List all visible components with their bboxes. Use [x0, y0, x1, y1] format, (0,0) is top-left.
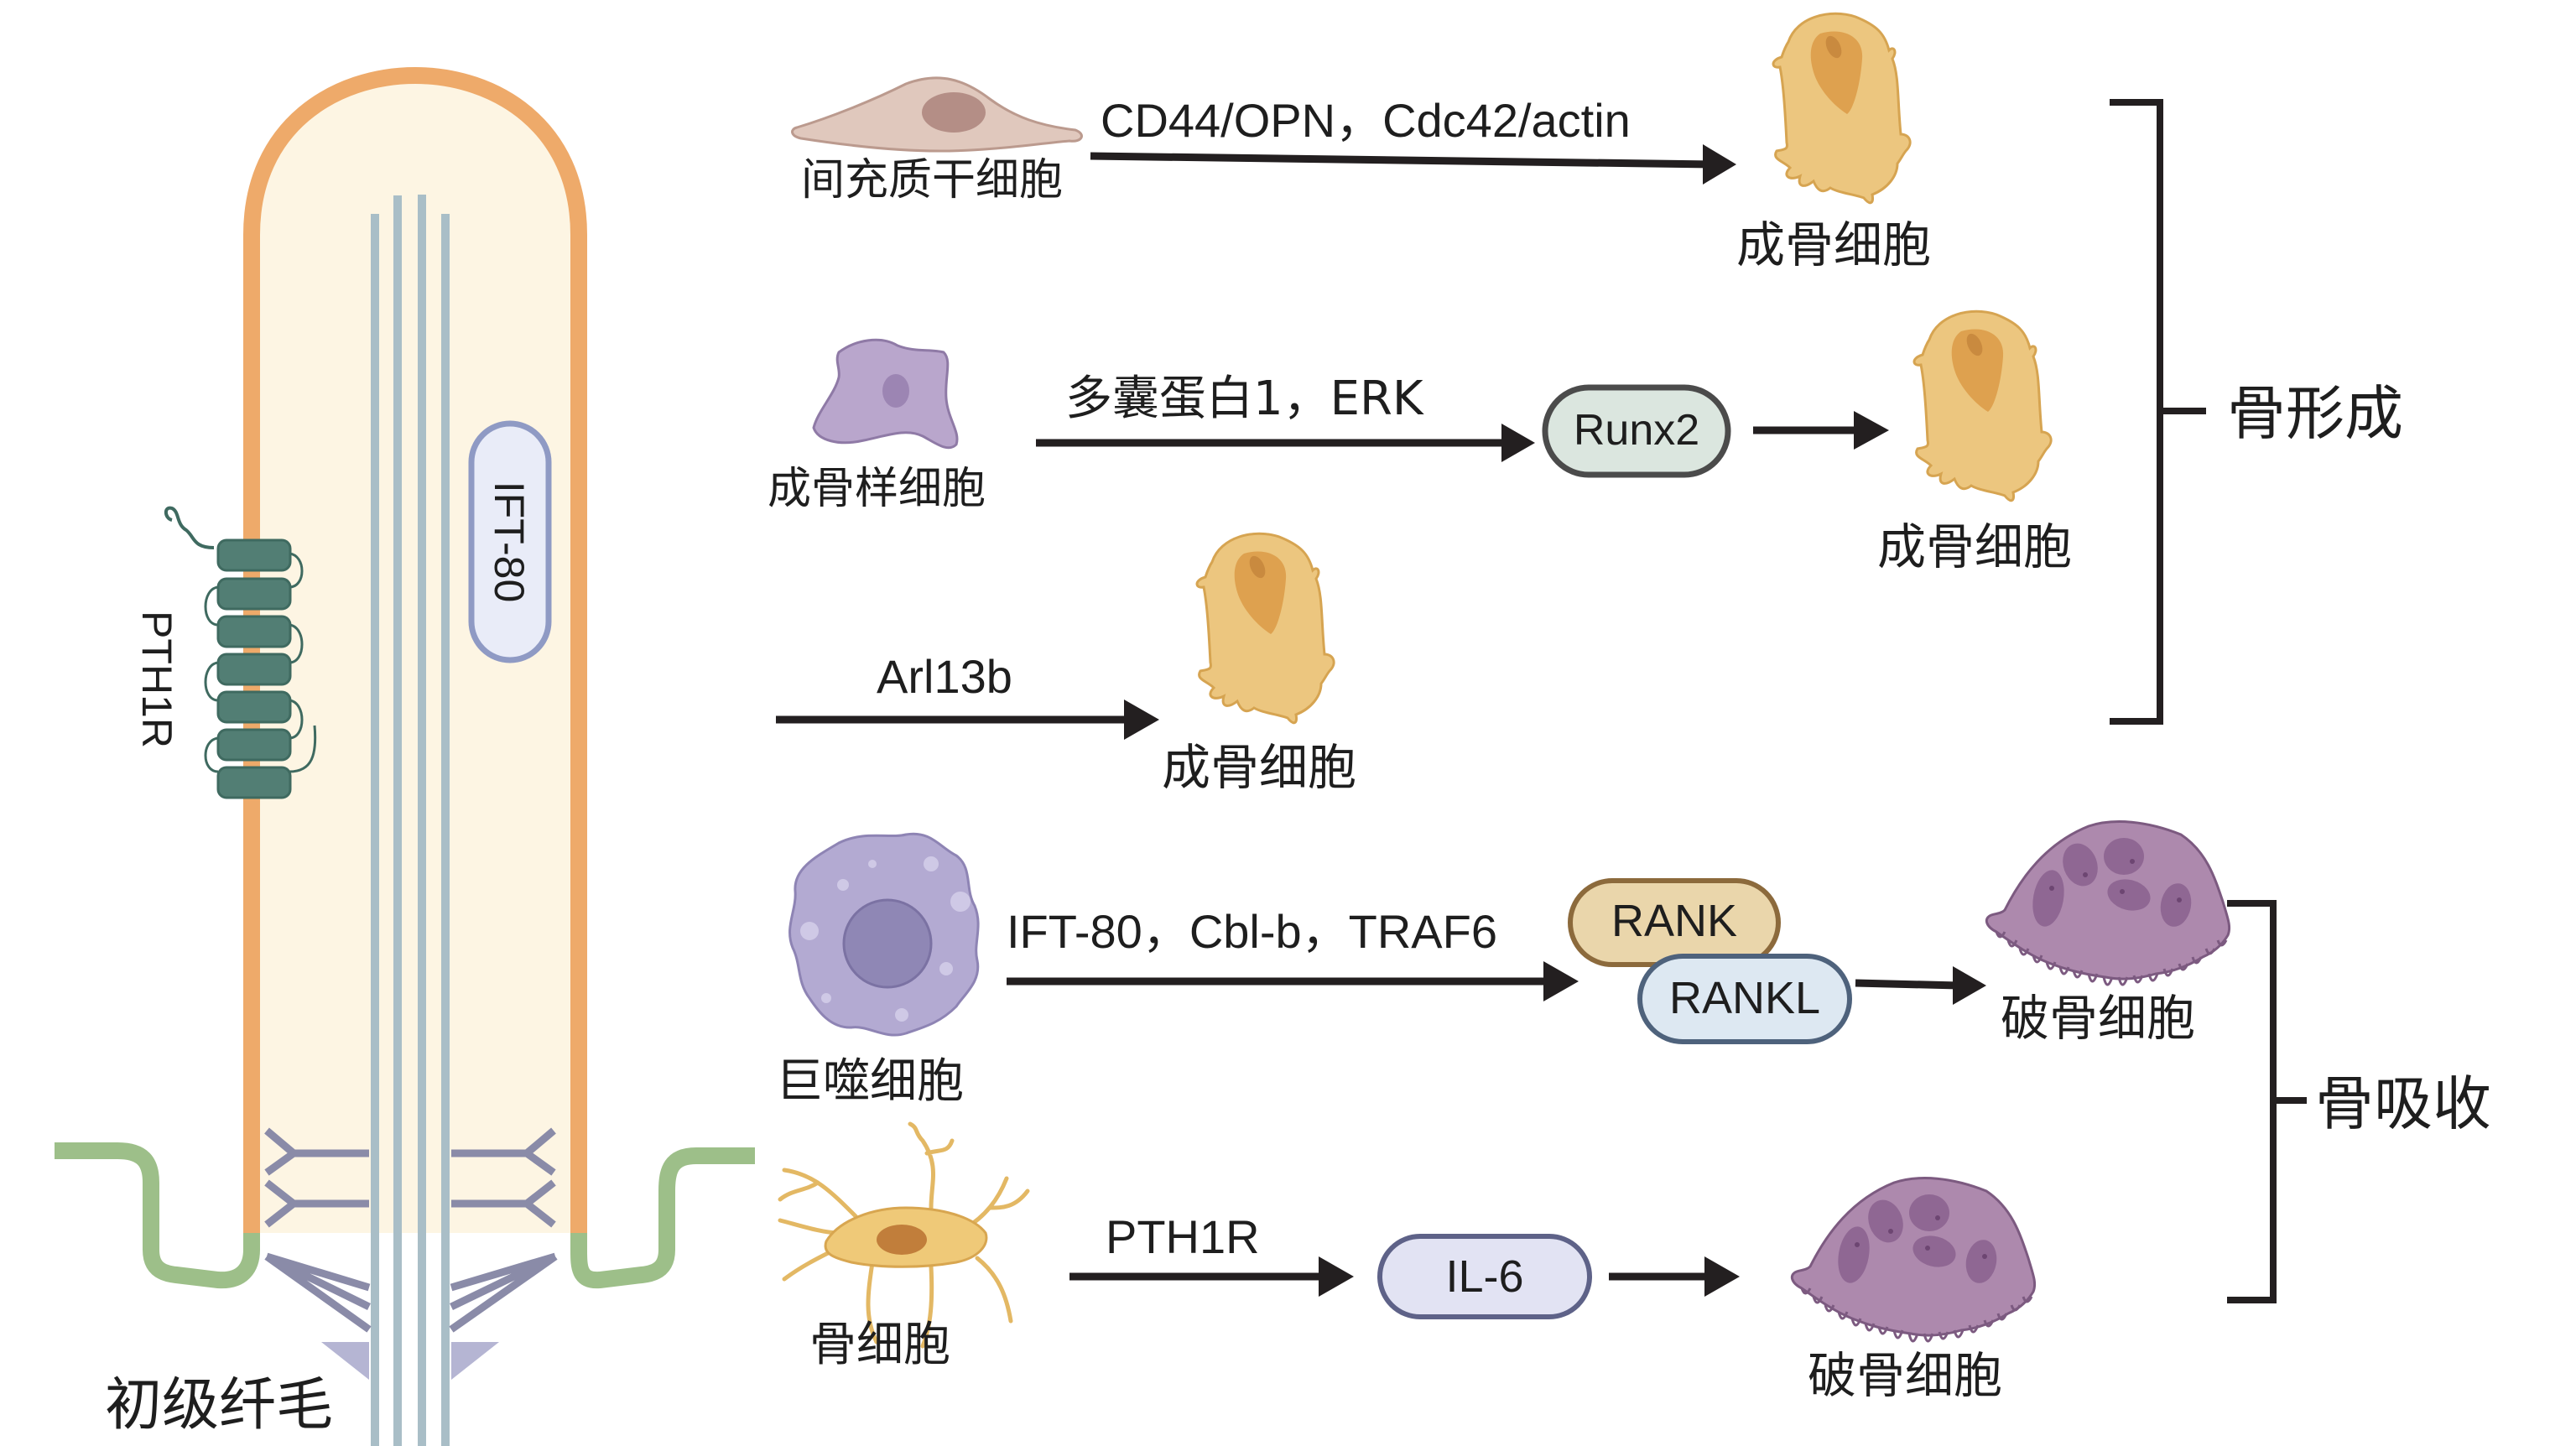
osteocyte-arrow-head — [1319, 1256, 1354, 1297]
cilium-title: 初级纤毛 — [105, 1372, 333, 1438]
runx2-arrow-head — [1854, 411, 1889, 450]
osteoblast-icon-2 — [1912, 309, 2053, 502]
msc-cell-icon — [791, 76, 1083, 153]
bone-resorption-label: 骨吸收 — [2315, 1069, 2491, 1138]
basal-foot-left — [321, 1342, 369, 1380]
macrophage-cell-icon — [788, 832, 980, 1037]
runx2-label: Runx2 — [1574, 406, 1699, 455]
osteoclast-label-2: 破骨细胞 — [1808, 1347, 2002, 1404]
pathway-macrophage: 巨噬细胞 IFT-80，Cbl-b，TRAF6 RANK RANKL 破骨细胞 — [776, 820, 2231, 1109]
osteoclast-icon-1 — [1985, 820, 2231, 986]
bone-resorption-bracket: 骨吸收 — [2227, 900, 2491, 1303]
pth1r-receptor: PTH1R — [133, 506, 317, 799]
pathway-osteocyte: 骨细胞 PTH1R IL-6 破骨细胞 — [778, 1121, 2037, 1404]
arl13b-signal-label: Arl13b — [877, 650, 1012, 703]
il6-label: IL-6 — [1445, 1251, 1523, 1302]
osteoblast-icon-3 — [1195, 532, 1335, 725]
rank-label: RANK — [1611, 896, 1737, 946]
osteoblast-like-label: 成骨样细胞 — [768, 464, 986, 514]
cilium-body — [252, 75, 579, 1233]
rankl-arrow-line — [1855, 979, 1959, 990]
rank-pill: RANK — [1568, 878, 1781, 967]
rankl-pill: RANKL — [1637, 954, 1852, 1044]
osteocyte-cell-icon — [778, 1121, 1030, 1349]
osteoblast-like-cell-icon — [812, 338, 959, 450]
ift80-pill: IFT-80 — [468, 420, 552, 663]
pathway-osteoblast-like: 成骨样细胞 多囊蛋白1，ERK Runx2 成骨细胞 — [768, 309, 2072, 575]
pathway-msc: 间充质干细胞 CD44/OPN，Cdc42/actin 成骨细胞 — [791, 12, 1931, 273]
osteoblast-label-2: 成骨细胞 — [1877, 518, 2072, 575]
runx2-pill: Runx2 — [1542, 384, 1731, 478]
macrophage-signal-label: IFT-80，Cbl-b，TRAF6 — [1007, 905, 1497, 958]
rankl-label: RANKL — [1669, 973, 1820, 1023]
msc-arrow-line — [1090, 152, 1712, 169]
rankl-arrow-head — [1953, 966, 1986, 1005]
cell-membrane-left — [55, 1142, 260, 1289]
microtubules — [371, 195, 450, 1446]
osteocyte-label: 骨细胞 — [809, 1318, 950, 1372]
pathway-arl13b: Arl13b 成骨细胞 — [776, 532, 1356, 796]
cilium-membrane — [243, 66, 587, 1233]
osteoclast-icon-2 — [1790, 1177, 2037, 1343]
bone-formation-bracket: 骨形成 — [2110, 99, 2403, 725]
il6-arrow-head — [1704, 1256, 1740, 1297]
ift80-label: IFT-80 — [486, 481, 533, 602]
macrophage-arrow-head — [1543, 961, 1579, 1001]
msc-signal-label: CD44/OPN，Cdc42/actin — [1101, 94, 1631, 147]
osteocyte-signal-label: PTH1R — [1106, 1210, 1260, 1263]
macrophage-label: 巨噬细胞 — [776, 1054, 964, 1109]
osteoclast-label-1: 破骨细胞 — [2001, 990, 2195, 1047]
pth1r-label: PTH1R — [133, 611, 180, 748]
msc-label: 间充质干细胞 — [801, 155, 1063, 205]
bone-formation-label: 骨形成 — [2227, 379, 2403, 448]
osteoblast-like-arrow-head — [1501, 424, 1535, 462]
transition-fibers — [264, 1127, 558, 1333]
arl13b-arrow-head — [1124, 700, 1159, 740]
primary-cilium: IFT-80 PTH1R 初级纤毛 — [55, 66, 755, 1446]
il6-pill: IL-6 — [1377, 1234, 1592, 1319]
osteoblast-icon-1 — [1772, 12, 1912, 205]
osteoblast-label-3: 成骨细胞 — [1162, 739, 1356, 796]
osteoblast-label-1: 成骨细胞 — [1736, 216, 1931, 273]
osteoblast-like-signal-label: 多囊蛋白1，ERK — [1065, 372, 1424, 426]
cell-membrane-right — [570, 1147, 755, 1289]
msc-arrow-head — [1703, 144, 1736, 185]
basal-foot-right — [451, 1342, 499, 1380]
